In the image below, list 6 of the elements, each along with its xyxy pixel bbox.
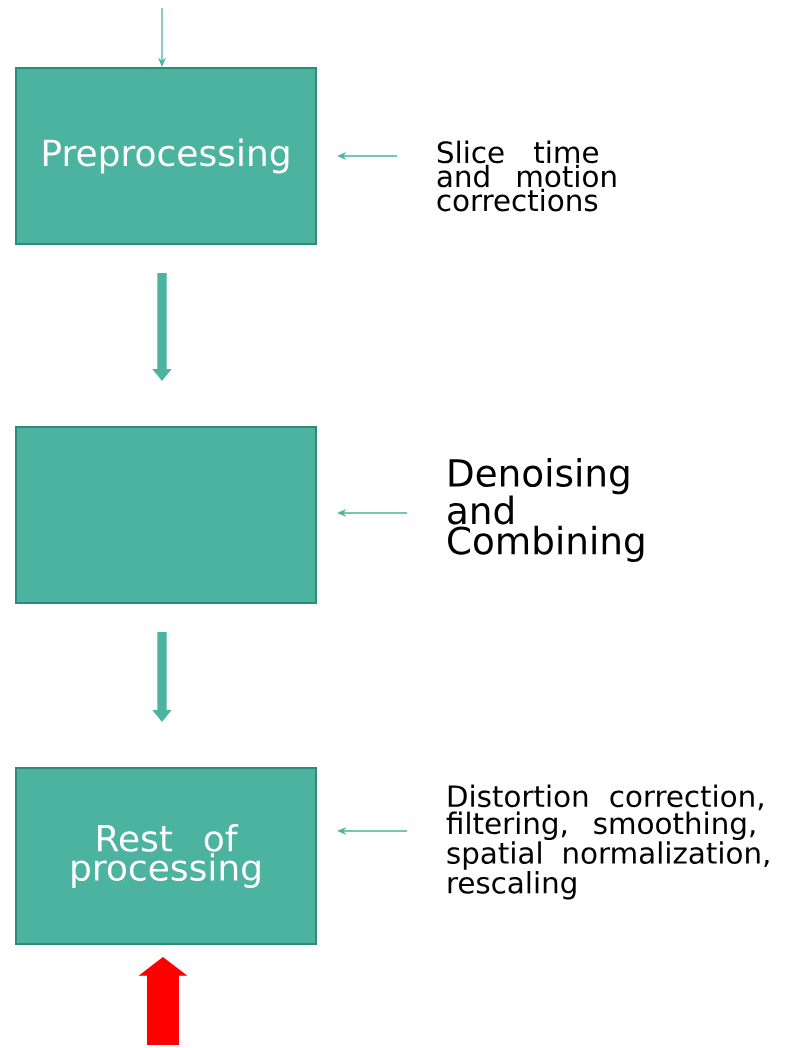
process-box [15,426,317,604]
process-box: Preprocessing [15,67,317,245]
process-box: Rest of processing [15,767,317,945]
annotation-text: Denoising and Combining [448,458,644,562]
annotation-text: Distortion correction, filtering, smoothing, spatial normalization, rescaling [446,784,769,900]
annotation-text: Slice time and motion corrections [437,140,616,212]
